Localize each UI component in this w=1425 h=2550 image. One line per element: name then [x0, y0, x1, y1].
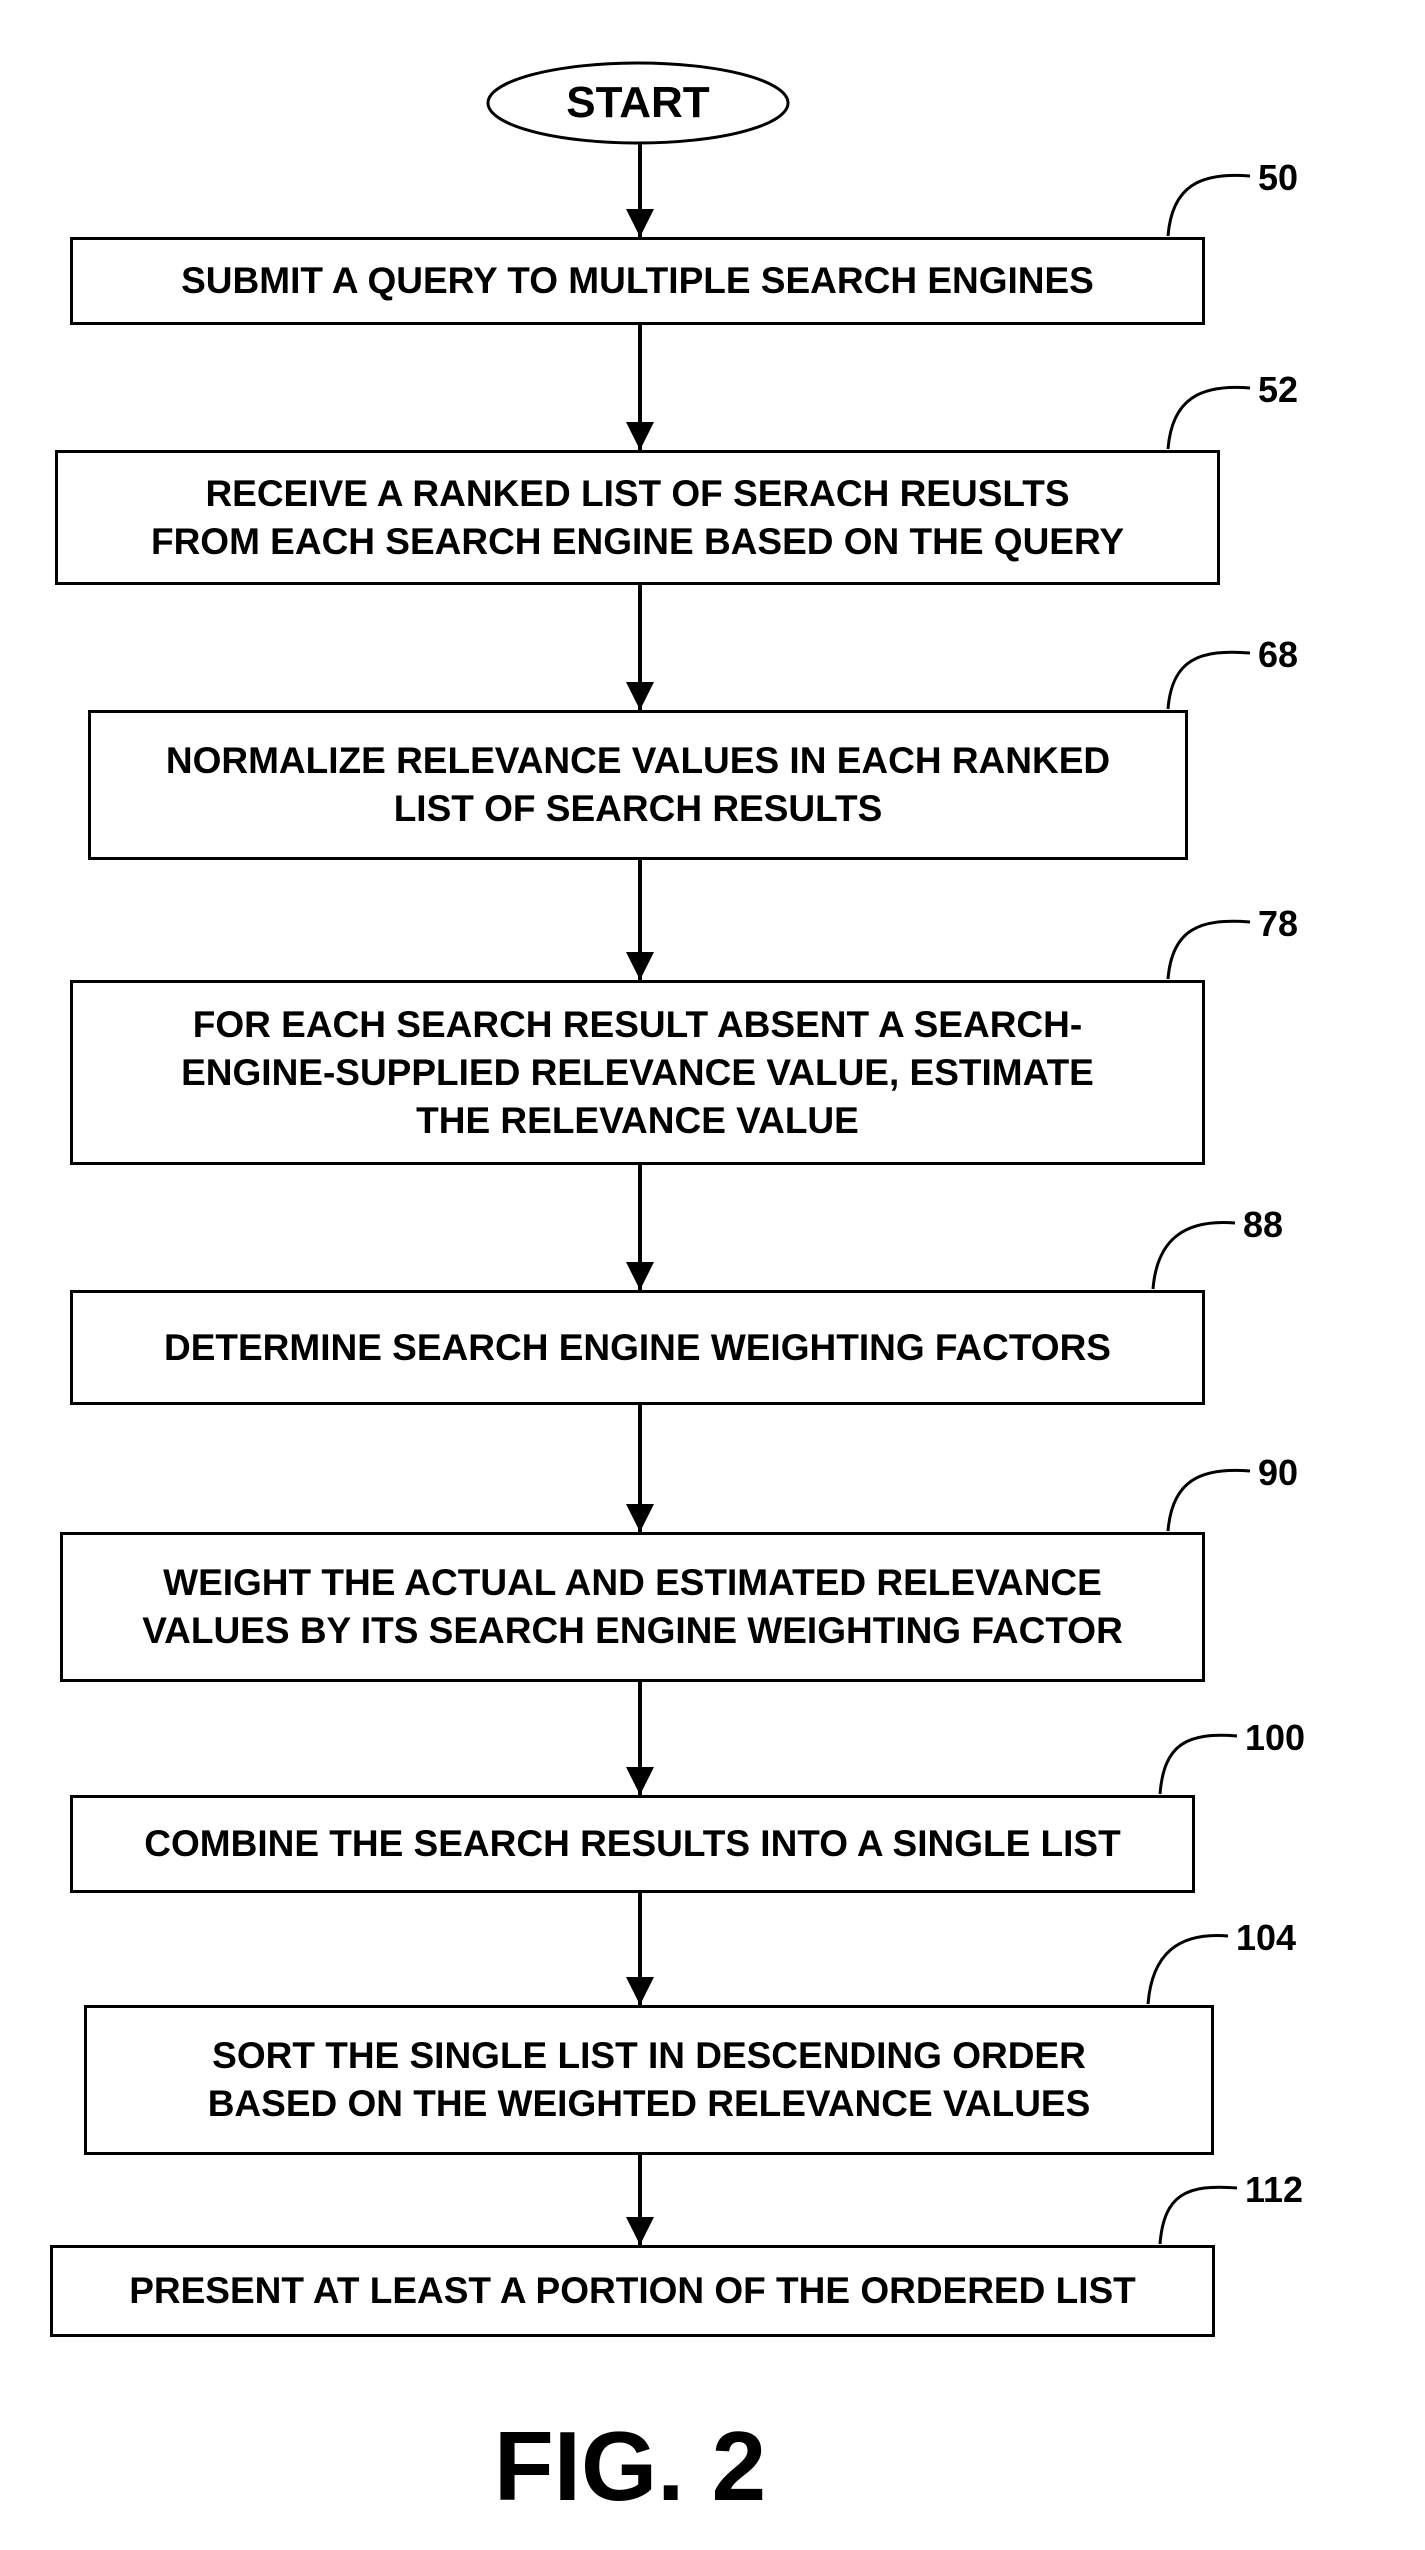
step-box-88: DETERMINE SEARCH ENGINE WEIGHTING FACTOR…	[70, 1290, 1205, 1405]
step-box-68: NORMALIZE RELEVANCE VALUES IN EACH RANKE…	[88, 710, 1188, 860]
step-text-50: SUBMIT A QUERY TO MULTIPLE SEARCH ENGINE…	[181, 257, 1094, 305]
leader-line-78	[1168, 921, 1250, 979]
reference-numeral-68: 68	[1258, 637, 1298, 673]
step-box-104: SORT THE SINGLE LIST IN DESCENDING ORDER…	[84, 2005, 1214, 2155]
step-text-90: WEIGHT THE ACTUAL AND ESTIMATED RELEVANC…	[142, 1559, 1123, 1655]
step-box-52: RECEIVE A RANKED LIST OF SERACH REUSLTS …	[55, 450, 1220, 585]
reference-numeral-88: 88	[1243, 1207, 1283, 1243]
step-text-68: NORMALIZE RELEVANCE VALUES IN EACH RANKE…	[166, 737, 1110, 833]
leader-line-112	[1160, 2187, 1237, 2244]
step-box-90: WEIGHT THE ACTUAL AND ESTIMATED RELEVANC…	[60, 1532, 1205, 1682]
leader-line-68	[1168, 652, 1250, 709]
leader-line-52	[1168, 387, 1250, 449]
reference-numeral-52: 52	[1258, 372, 1298, 408]
start-label: START	[486, 70, 790, 136]
step-text-100: COMBINE THE SEARCH RESULTS INTO A SINGLE…	[144, 1820, 1120, 1868]
step-box-112: PRESENT AT LEAST A PORTION OF THE ORDERE…	[50, 2245, 1215, 2337]
reference-numeral-104: 104	[1236, 1920, 1296, 1956]
reference-numeral-78: 78	[1258, 906, 1298, 942]
step-text-52: RECEIVE A RANKED LIST OF SERACH REUSLTS …	[151, 470, 1124, 566]
leader-line-104	[1148, 1936, 1228, 2004]
reference-numeral-90: 90	[1258, 1455, 1298, 1491]
leader-line-100	[1160, 1735, 1237, 1794]
reference-numeral-50: 50	[1258, 160, 1298, 196]
step-box-100: COMBINE THE SEARCH RESULTS INTO A SINGLE…	[70, 1795, 1195, 1893]
step-box-50: SUBMIT A QUERY TO MULTIPLE SEARCH ENGINE…	[70, 237, 1205, 325]
leader-line-90	[1168, 1470, 1250, 1531]
step-text-104: SORT THE SINGLE LIST IN DESCENDING ORDER…	[208, 2032, 1091, 2128]
leader-line-50	[1168, 175, 1250, 236]
leader-line-88	[1153, 1223, 1235, 1289]
step-text-112: PRESENT AT LEAST A PORTION OF THE ORDERE…	[129, 2267, 1136, 2315]
step-text-78: FOR EACH SEARCH RESULT ABSENT A SEARCH- …	[181, 1001, 1094, 1145]
step-box-78: FOR EACH SEARCH RESULT ABSENT A SEARCH- …	[70, 980, 1205, 1165]
figure-label: FIG. 2	[380, 2410, 880, 2523]
step-text-88: DETERMINE SEARCH ENGINE WEIGHTING FACTOR…	[164, 1324, 1111, 1372]
reference-numeral-112: 112	[1245, 2172, 1303, 2208]
reference-numeral-100: 100	[1245, 1720, 1305, 1756]
